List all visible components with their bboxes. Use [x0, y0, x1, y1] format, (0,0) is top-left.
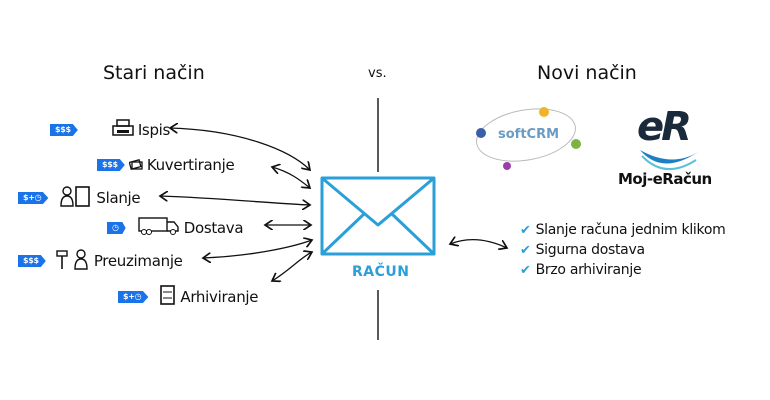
step-arhiviranje: $+◷ Arhiviranje	[118, 285, 259, 309]
step-label: Kuvertiranje	[146, 156, 235, 174]
arrow-preuzimanje	[203, 240, 312, 258]
time-cost-badge: $+◷	[18, 192, 49, 204]
check-icon: ✔	[520, 242, 531, 258]
arrow-arhiviranje	[272, 252, 312, 281]
new-way-title: Novi način	[537, 62, 637, 84]
arrow-benefits	[450, 240, 507, 248]
check-icon: ✔	[520, 222, 531, 238]
truck-icon	[137, 217, 180, 239]
step-label: Ispis	[137, 121, 171, 139]
er-logo-graphic	[640, 150, 698, 171]
cabinet-icon	[160, 285, 176, 309]
step-preuzimanje: $$$ Preuzimanje	[18, 248, 183, 274]
time-cost-badge: $+◷	[118, 291, 149, 303]
benefit-item: ✔Sigurna dostava	[520, 242, 645, 258]
vs-label: vs.	[368, 66, 387, 81]
cost-badge: $$$	[18, 255, 46, 267]
benefit-label: Sigurna dostava	[535, 242, 645, 258]
step-label: Slanje	[96, 189, 141, 207]
old-way-title: Stari način	[103, 62, 205, 84]
benefit-label: Brzo arhiviranje	[535, 262, 642, 278]
er-logo-caption: Moj-eRačun	[618, 170, 712, 188]
check-icon: ✔	[520, 262, 531, 278]
arrow-ispis	[170, 128, 310, 170]
step-label: Preuzimanje	[93, 252, 183, 270]
softcrm-logo-graphic	[476, 107, 581, 170]
envelope-icon	[320, 176, 436, 256]
mailbox-person-icon	[56, 248, 90, 274]
benefit-label: Slanje računa jednim klikom	[535, 222, 726, 238]
arrow-kuvertiranje	[272, 167, 310, 188]
printer-icon	[112, 119, 134, 141]
step-kuvertiranje: $$$ Kuvertiranje	[97, 156, 235, 174]
benefit-item: ✔Slanje računa jednim klikom	[520, 222, 726, 238]
envelope-label: RAČUN	[352, 264, 410, 280]
cost-badge: $$$	[50, 124, 78, 136]
er-logo: eR	[637, 104, 692, 150]
softcrm-logo: softCRM	[498, 127, 560, 142]
arrow-slanje	[160, 196, 310, 205]
envelopes-icon	[128, 156, 143, 174]
step-ispis: $$$ Ispis	[50, 119, 170, 141]
step-label: Arhiviranje	[180, 288, 259, 306]
cost-badge: $$$	[97, 159, 125, 171]
person-mailbox-icon	[60, 185, 92, 211]
step-label: Dostava	[183, 219, 244, 237]
step-slanje: $+◷ Slanje	[18, 185, 141, 211]
benefit-item: ✔Brzo arhiviranje	[520, 262, 642, 278]
step-dostava: ◷ Dostava	[107, 217, 244, 239]
time-badge: ◷	[107, 222, 126, 234]
